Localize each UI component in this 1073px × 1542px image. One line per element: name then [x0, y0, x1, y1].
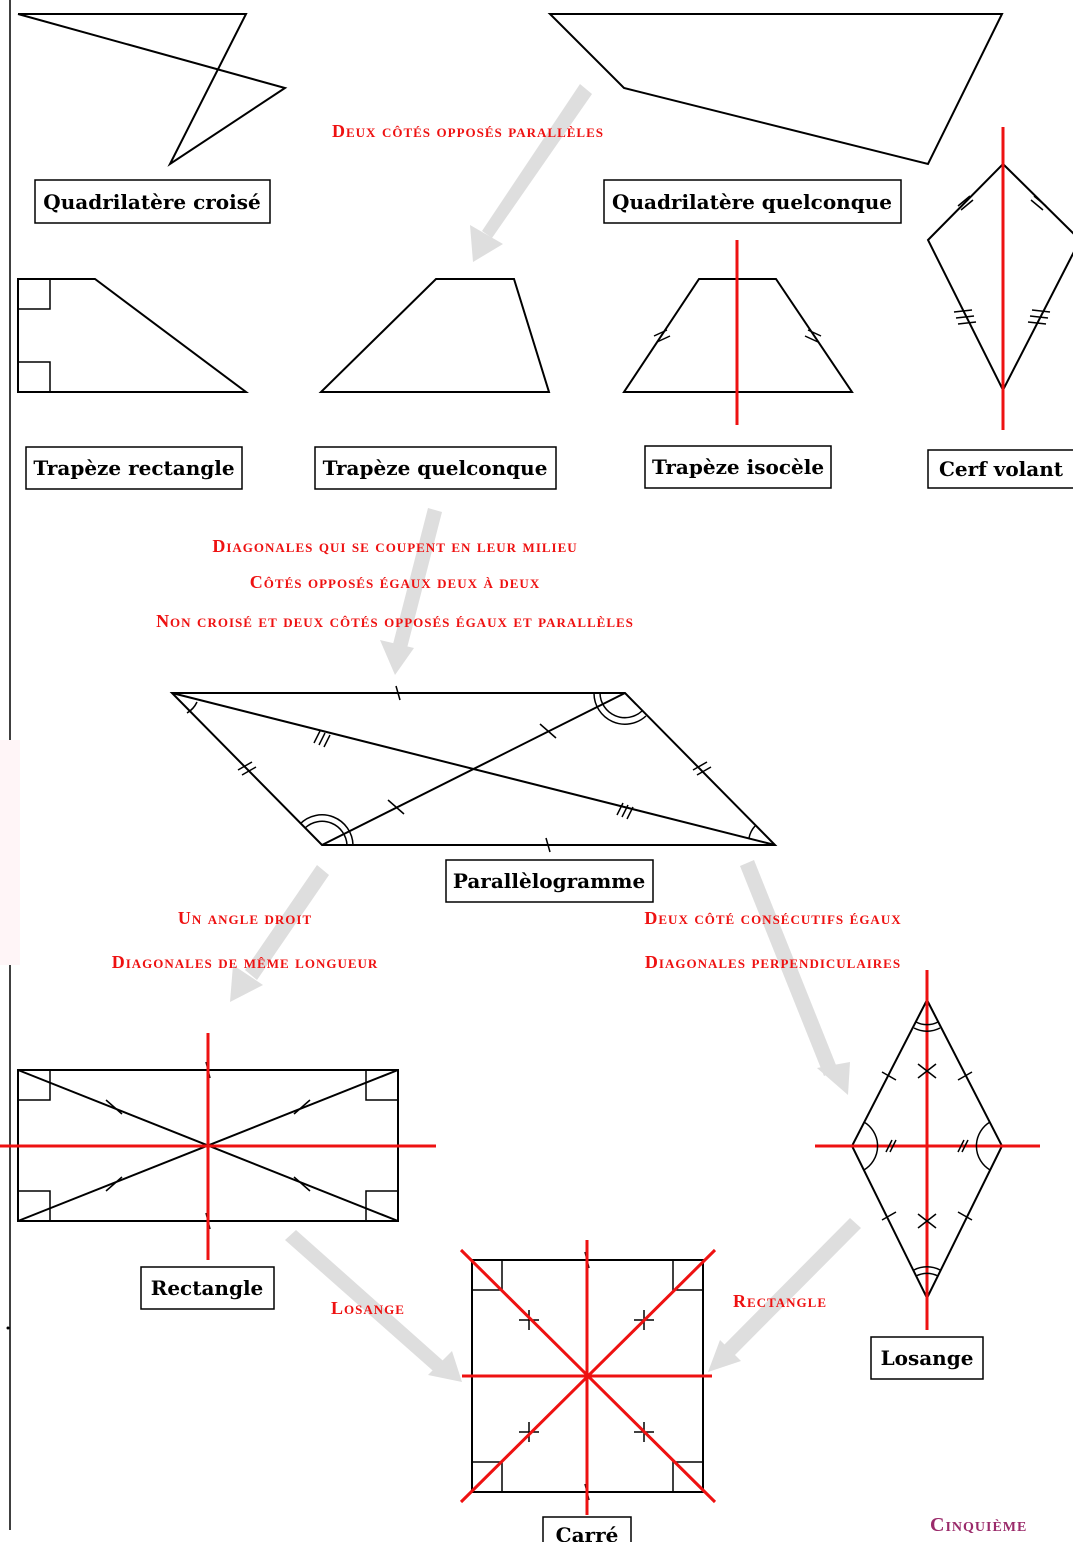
- svg-text:Trapèze rectangle: Trapèze rectangle: [33, 456, 234, 480]
- cerf-volant-shape: [926, 127, 1073, 430]
- label-losange: Losange: [870, 1336, 984, 1380]
- label-quad-quelconque: Quadrilatère quelconque: [603, 179, 902, 224]
- svg-text:Trapèze quelconque: Trapèze quelconque: [323, 456, 548, 480]
- label-cerf-volant: Cerf volant: [927, 449, 1073, 489]
- trapeze-quelconque-shape: [318, 278, 551, 393]
- label-carre: Carré: [542, 1516, 632, 1542]
- arrow-losange-to-carre: [708, 1218, 861, 1372]
- arrow-rectangle-to-carre: [285, 1230, 462, 1382]
- svg-text:Parallèlogramme: Parallèlogramme: [453, 869, 645, 893]
- cond-to-carre-rectangle: Rectangle: [733, 1291, 827, 1311]
- cond-to-carre-losange: Losange: [331, 1298, 405, 1318]
- svg-text:Quadrilatère quelconque: Quadrilatère quelconque: [612, 190, 892, 214]
- label-trapeze-quelconque: Trapèze quelconque: [314, 446, 557, 490]
- svg-text:Trapèze isocèle: Trapèze isocèle: [652, 455, 824, 479]
- arrow-quelconque-to-trapezes: [470, 84, 592, 262]
- trapeze-rectangle-shape: [17, 278, 250, 393]
- cond-cotes-egaux: Côtés opposés égaux deux à deux: [250, 572, 540, 592]
- svg-text:Rectangle: Rectangle: [151, 1276, 264, 1300]
- label-parallelogramme: Parallèlogramme: [445, 859, 654, 903]
- quad-quelconque-shape: [547, 13, 1004, 166]
- cond-diagonales-perpendiculaires: Diagonales perpendiculaires: [645, 952, 901, 972]
- svg-text:Cerf volant: Cerf volant: [939, 457, 1064, 481]
- footer-level: Cinquième: [930, 1514, 1027, 1536]
- arrow-trapezes-to-parallelogramme: [380, 508, 442, 675]
- arrow-parallelogramme-to-rectangle: [230, 865, 329, 1002]
- cond-non-croise: Non croisé et deux côtés opposés égaux e…: [156, 611, 634, 631]
- label-quad-croise: Quadrilatère croisé: [34, 179, 271, 224]
- cond-diagonales-milieu: Diagonales qui se coupent en leur milieu: [212, 536, 577, 556]
- cond-deux-cotes-paralleles: Deux côtés opposés parallèles: [332, 121, 604, 141]
- trapeze-isocele-shape: [622, 240, 854, 425]
- cond-diagonales-longueur: Diagonales de même longueur: [112, 952, 379, 972]
- svg-text:Carré: Carré: [556, 1523, 619, 1542]
- carre-shape: [459, 1240, 717, 1515]
- svg-text:Quadrilatère croisé: Quadrilatère croisé: [43, 190, 260, 214]
- label-trapeze-isocele: Trapèze isocèle: [644, 445, 832, 489]
- margin-shade: [0, 740, 20, 965]
- losange-shape: [815, 970, 1040, 1330]
- cond-cotes-consecutifs: Deux côté consécutifs égaux: [644, 908, 901, 928]
- parallelogramme-shape: [169, 685, 778, 853]
- svg-text:Losange: Losange: [881, 1346, 974, 1370]
- arrow-parallelogramme-to-losange: [740, 860, 850, 1095]
- cond-angle-droit: Un angle droit: [178, 908, 312, 928]
- rectangle-shape: [0, 1033, 436, 1260]
- label-trapeze-rectangle: Trapèze rectangle: [25, 446, 243, 490]
- margin-dot: [6, 1326, 10, 1330]
- label-rectangle: Rectangle: [140, 1266, 275, 1310]
- quad-croise-shape: [17, 13, 288, 167]
